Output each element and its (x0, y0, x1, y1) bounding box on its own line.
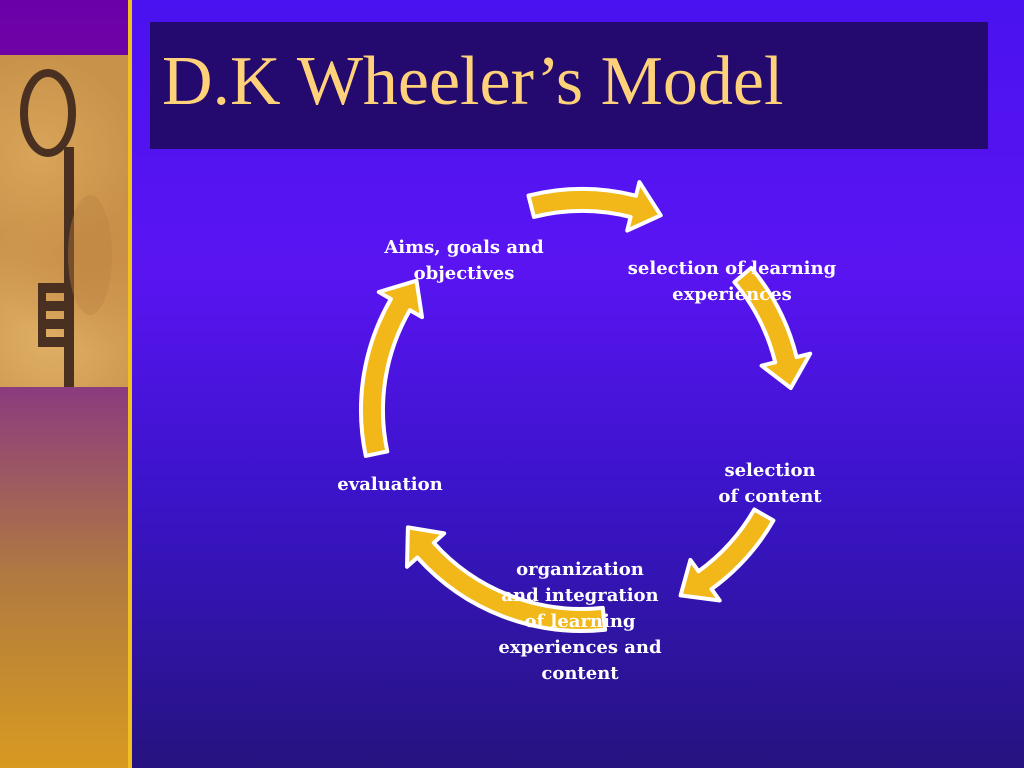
key-icon (20, 69, 112, 387)
arrow-experiences-to-content (732, 265, 813, 390)
node-evaluation: evaluation (337, 474, 443, 495)
arrow-content-to-organization (678, 507, 776, 603)
page-title: D.K Wheeler’s Model (162, 43, 784, 120)
title-box (150, 22, 988, 149)
node-aims: Aims, goals and objectives (384, 237, 544, 284)
arrow-evaluation-to-aims (358, 278, 424, 458)
node-organization: organization and integration of learning… (498, 559, 662, 684)
arrow-aims-to-experiences (526, 180, 663, 233)
node-content: selection of content (718, 460, 822, 507)
photo-divider (128, 0, 132, 768)
key-photo (0, 55, 128, 387)
arrow-organization-to-evaluation (405, 525, 608, 634)
node-experiences: selection of learning experiences (627, 258, 837, 305)
